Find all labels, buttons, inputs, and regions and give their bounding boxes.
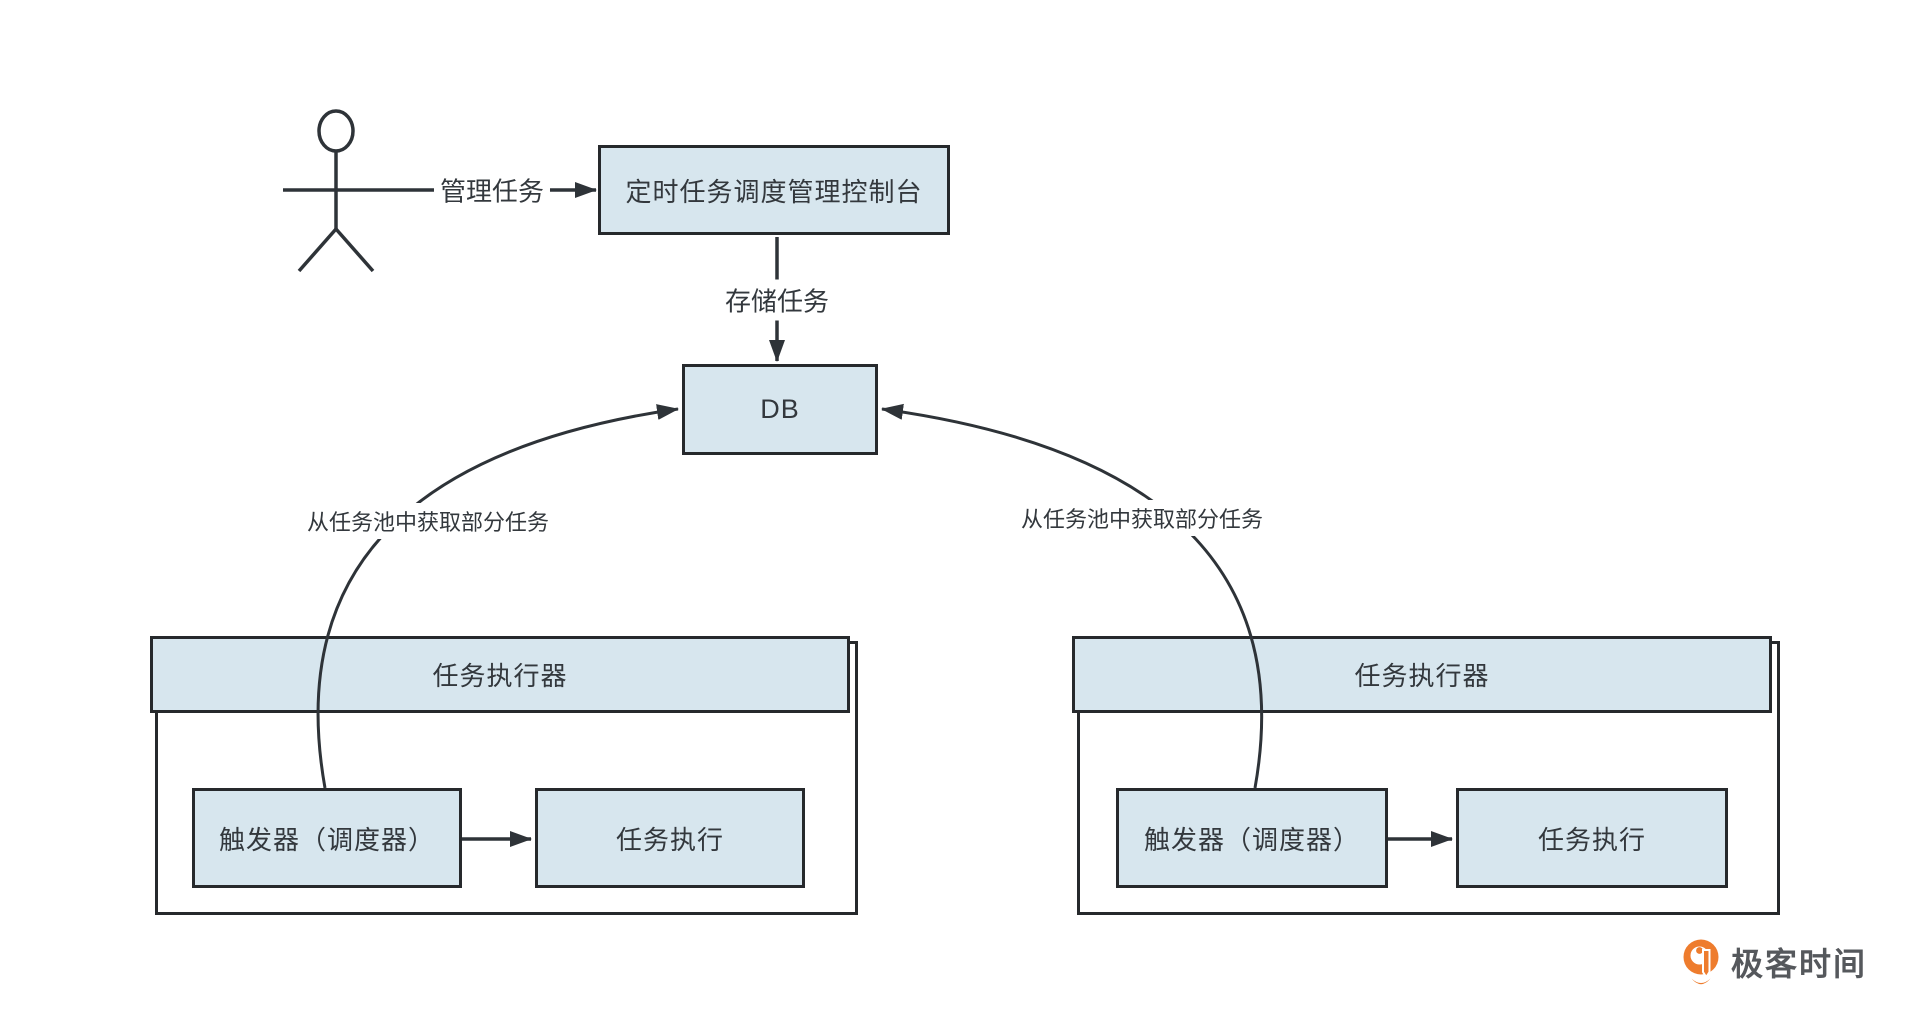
node-exec-left: 任务执行 <box>535 788 805 888</box>
executor-title-left: 任务执行器 <box>432 661 568 691</box>
node-trigger-left-label: 触发器（调度器） <box>218 824 435 855</box>
node-exec-right-label: 任务执行 <box>1537 824 1646 855</box>
edge-label-fetch-right: 从任务池中获取部分任务 <box>1014 500 1270 536</box>
node-db-label: DB <box>760 394 800 424</box>
executor-title-right: 任务执行器 <box>1354 661 1490 691</box>
node-trigger-right: 触发器（调度器） <box>1116 788 1388 888</box>
brand-logo-icon <box>1683 939 1719 985</box>
node-trigger-left: 触发器（调度器） <box>192 788 462 888</box>
executor-header-left: 任务执行器 <box>150 636 850 713</box>
edge-label-store: 存储任务 <box>718 279 836 321</box>
brand-logo: 极客时间 <box>1680 936 1867 988</box>
brand-logo-text: 极客时间 <box>1731 946 1868 982</box>
node-console-label: 定时任务调度管理控制台 <box>625 176 923 207</box>
edge-label-fetch-left: 从任务池中获取部分任务 <box>300 503 556 539</box>
actor-leg-right <box>334 227 375 273</box>
actor-head <box>317 109 355 153</box>
node-exec-left-label: 任务执行 <box>615 824 724 855</box>
edge-label-manage: 管理任务 <box>433 169 551 211</box>
node-console: 定时任务调度管理控制台 <box>598 145 950 235</box>
node-exec-right: 任务执行 <box>1456 788 1728 888</box>
actor-stick-figure <box>283 109 390 273</box>
node-db: DB <box>682 364 878 455</box>
executor-header-right: 任务执行器 <box>1072 636 1772 713</box>
node-trigger-right-label: 触发器（调度器） <box>1143 824 1360 855</box>
actor-leg-left <box>297 227 338 273</box>
